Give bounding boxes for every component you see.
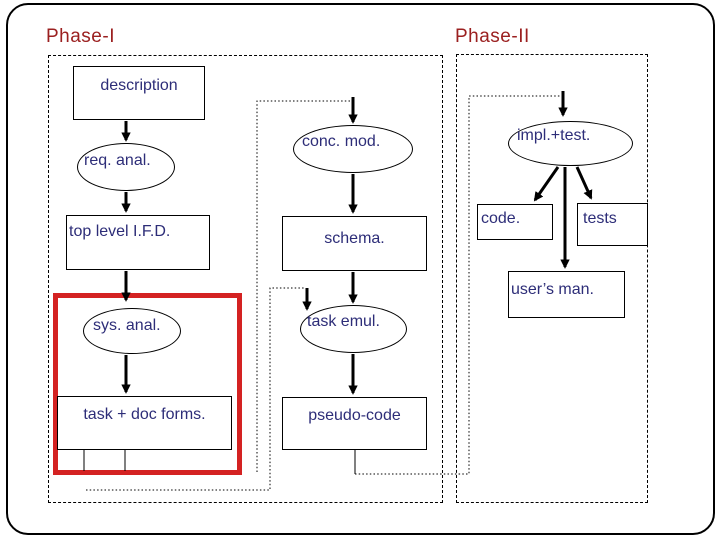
node-code: code. xyxy=(477,204,553,240)
slide-frame xyxy=(6,3,715,535)
node-pseudo-code: pseudo-code xyxy=(282,397,427,450)
node-req-anal: req. anal. xyxy=(77,143,175,191)
node-schema: schema. xyxy=(282,216,427,271)
node-conc-mod: conc. mod. xyxy=(293,125,413,173)
phase1-title: Phase-I xyxy=(46,26,115,47)
node-tests: tests xyxy=(577,203,648,246)
node-description: description xyxy=(73,66,205,120)
node-task-emul: task emul. xyxy=(300,305,407,353)
node-users-man: user’s man. xyxy=(508,271,625,318)
phase2-title: Phase-II xyxy=(455,26,530,47)
node-task-doc-forms: task + doc forms. xyxy=(57,396,232,450)
node-top-level-ifd: top level I.F.D. xyxy=(66,215,210,270)
node-sys-anal: sys. anal. xyxy=(83,308,181,354)
node-impl-test: impl.+test. xyxy=(508,121,633,166)
